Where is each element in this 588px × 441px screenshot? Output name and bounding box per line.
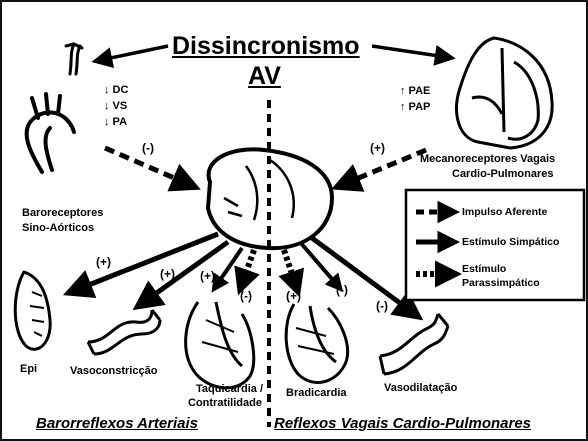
title-line2: AV <box>248 64 281 89</box>
label-vasoconstricao: Vasoconstricção <box>70 366 157 377</box>
legend-afferent-label: Impulso Aferente <box>462 207 547 218</box>
lungs-icon <box>457 38 553 148</box>
heart-to-bradi-solid-arrow <box>300 242 338 286</box>
sign-to-bradi-left: (+) <box>286 290 301 302</box>
legend-sympathetic-label: Estímulo Simpático <box>462 237 559 248</box>
sign-to-vasodil: (-) <box>376 300 388 312</box>
effect-pae: ↑ PAE <box>400 86 430 97</box>
title-to-lungs-arrow <box>372 46 446 57</box>
label-contratilidade: Contratilidade <box>188 398 262 409</box>
sign-to-bradi-right: (-) <box>336 284 348 296</box>
label-cardio-pulmonares: Cardio-Pulmonares <box>452 169 553 180</box>
footer-reflexos-vagais: Reflexos Vagais Cardio-Pulmonares <box>274 416 531 431</box>
label-vasodilatacao: Vasodilatação <box>384 383 457 394</box>
footer-barorreflexos: Barorreflexos Arteriais <box>36 416 198 431</box>
label-bradicardia: Bradicardia <box>286 388 347 399</box>
effect-pa: ↓ PA <box>104 117 127 128</box>
label-baroreceptores: Baroreceptores <box>22 208 103 219</box>
title-to-carotid-arrow <box>101 46 168 60</box>
constricted-vessel-icon <box>88 310 160 354</box>
mecano-to-heart-arrow <box>344 150 426 184</box>
legend-para-label-2: Parassimpático <box>462 278 540 289</box>
label-taquicardia: Taquicardia / <box>196 384 263 395</box>
effect-vs: ↓ VS <box>104 101 127 112</box>
heart-to-bradi-para-arrow <box>284 250 296 286</box>
aortic-arch-icon <box>27 94 74 172</box>
label-mecanoreceptores: Mecanoreceptores Vagais <box>420 154 555 165</box>
title-line1: Dissincronismo <box>172 34 360 59</box>
sign-to-taqui-right: (-) <box>240 290 252 302</box>
dilated-vessel-icon <box>380 314 448 374</box>
heart-to-taqui-para-arrow <box>242 250 254 284</box>
sign-to-vaso: (+) <box>160 268 175 280</box>
adrenal-icon <box>15 272 50 349</box>
sign-to-epi: (+) <box>96 256 111 268</box>
label-sino-aorticos: Sino-Aórticos <box>22 223 94 234</box>
label-epi: Epi <box>20 364 37 375</box>
sign-baro-to-heart: (-) <box>142 142 154 154</box>
bradycardia-heart-icon <box>286 304 347 383</box>
effect-dc: ↓ DC <box>104 85 128 96</box>
effect-pap: ↑ PAP <box>400 102 430 113</box>
heart-to-vaso-arrow <box>144 242 228 302</box>
sign-mecano-to-heart: (+) <box>370 142 385 154</box>
carotid-sinus-icon <box>66 44 82 74</box>
legend-para-label-1: Estímulo <box>462 264 506 275</box>
sign-to-taqui-left: (+) <box>200 270 215 282</box>
heart-to-taqui-solid-arrow <box>216 248 242 286</box>
tachycardia-heart-icon <box>186 302 254 388</box>
